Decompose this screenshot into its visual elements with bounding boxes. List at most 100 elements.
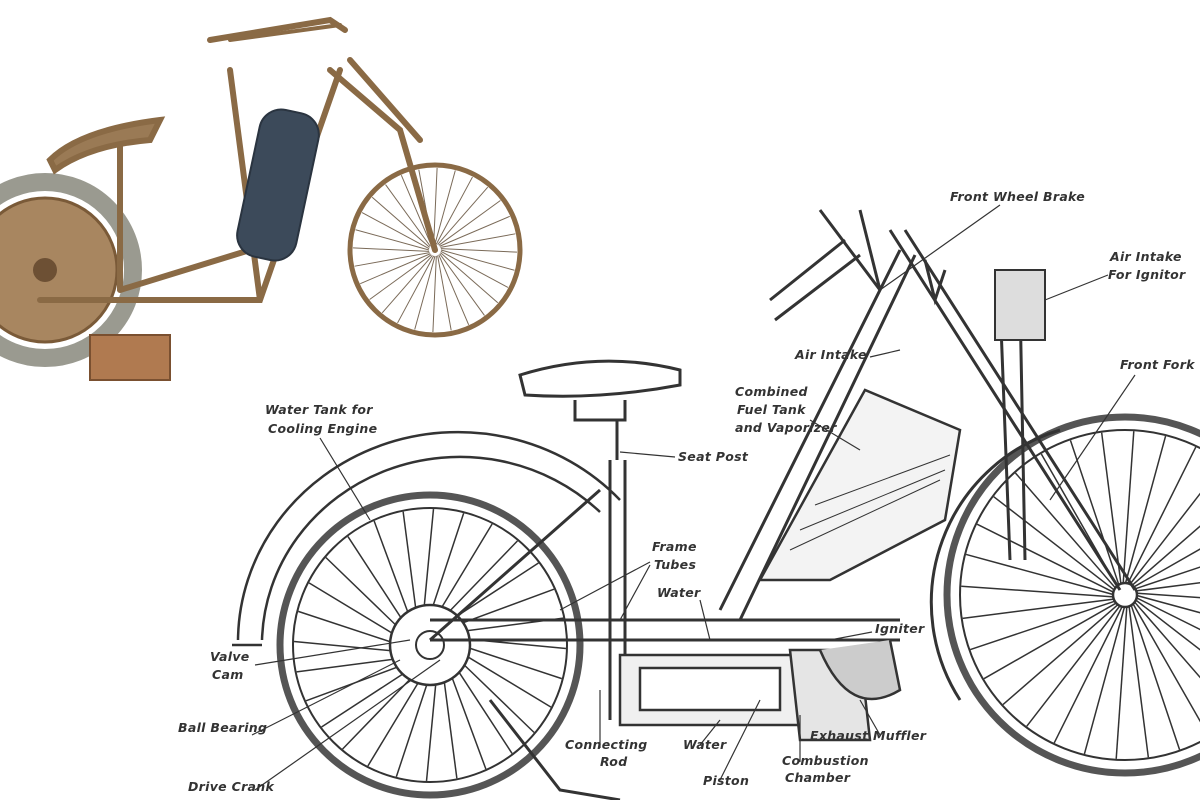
diagram-fuel-tank	[757, 388, 962, 582]
label-water-tank-line2: Cooling Engine	[268, 421, 378, 436]
photo-wheel-spoke	[360, 253, 431, 285]
diagram-handlebars	[769, 209, 1046, 341]
label-fuel-tank-line1: Combined	[735, 384, 808, 399]
rear-wheel-spoke	[452, 663, 513, 754]
label-piston: Piston	[703, 773, 750, 788]
rear-wheel-spoke	[297, 610, 401, 646]
rear-wheel-spoke	[395, 674, 431, 778]
front-wheel-spoke	[1069, 440, 1121, 587]
label-frame-tubes-line2: Tubes	[654, 557, 697, 572]
photo-wheel-spoke	[437, 255, 452, 331]
front-wheel-spoke	[1002, 602, 1120, 706]
photo-front-wheel	[347, 162, 523, 338]
photo-battery-box	[89, 334, 171, 381]
label-connecting-rod-line1: Connecting	[565, 737, 648, 752]
photo-rear-wheel	[0, 173, 142, 367]
photo-wheel-spoke	[381, 255, 433, 314]
photo-wheel-spoke	[437, 186, 489, 245]
front-wheel-spoke	[962, 598, 1116, 620]
front-wheel-spoke	[1134, 592, 1200, 599]
photo-wheel-spoke	[440, 249, 515, 271]
photo-wheel-spoke	[438, 254, 470, 325]
label-combustion-chamber-line2: Chamber	[785, 770, 851, 785]
photo-wheel-spoke	[438, 200, 501, 246]
rear-wheel-spoke	[456, 657, 535, 734]
label-fuel-tank-line3: and Vaporizer	[735, 420, 837, 435]
rear-wheel-spoke	[373, 520, 412, 622]
label-valve-cam-line2: Cam	[212, 667, 244, 682]
leader-lines	[251, 204, 1136, 791]
label-frame-tubes-line1: Frame	[652, 539, 697, 554]
rear-wheel-spoke	[429, 512, 465, 616]
front-wheel-spoke	[961, 585, 1116, 598]
front-wheel-spoke	[1083, 604, 1126, 755]
rear-wheel-spoke	[325, 556, 404, 633]
front-wheel-spoke	[1131, 601, 1200, 723]
label-front-wheel-brake: Front Wheel Brake	[950, 189, 1085, 204]
photo-wheel-spoke	[440, 248, 517, 253]
photo-wheel-spoke	[439, 215, 510, 247]
photo-frame	[37, 16, 438, 303]
label-water-tank-line1: Water Tank for	[265, 402, 373, 417]
photo-wheel-spoke	[397, 255, 435, 324]
rear-wheel-spoke	[442, 540, 519, 619]
photo-wheel-spoke	[355, 229, 430, 251]
rear-wheel-spoke	[425, 674, 438, 782]
rear-wheel-spoke	[459, 644, 563, 680]
rear-wheel-spoke	[458, 651, 552, 708]
front-wheel-spoke	[1014, 472, 1118, 590]
front-wheel-spoke	[1131, 548, 1200, 589]
photo-wheel-spoke	[440, 233, 516, 248]
front-wheel-spoke	[1134, 582, 1200, 592]
motorcycle-diagram	[232, 204, 1200, 800]
front-wheel-spoke	[1132, 600, 1200, 679]
rear-fender	[232, 430, 621, 647]
rear-wheel-spoke	[293, 640, 401, 653]
front-wheel-spoke	[1115, 604, 1128, 759]
photo-wheel-spoke	[433, 168, 438, 245]
front-wheel-spoke	[1134, 596, 1200, 631]
label-combustion-chamber-line1: Combustion	[782, 753, 869, 768]
diagram-frame	[429, 229, 1137, 720]
rear-wheel-spoke	[308, 582, 402, 639]
photo-wheel-spoke	[435, 176, 473, 245]
rear-wheel-spoke	[442, 671, 458, 779]
rear-wheel-spoke	[402, 511, 418, 619]
front-wheel-spoke	[993, 496, 1117, 592]
rear-wheel-spoke	[347, 536, 408, 627]
front-wheel-spoke	[1124, 435, 1167, 586]
photo-wheel-spoke	[353, 247, 430, 252]
diagram-engine-cylinder	[618, 639, 902, 742]
photo-wheel-spoke	[440, 252, 499, 304]
photo-wheel-spoke	[439, 253, 485, 316]
front-wheel-spoke	[1129, 603, 1181, 750]
photo-wheel-spoke	[361, 212, 430, 250]
front-wheel-spoke	[983, 601, 1119, 680]
label-front-fork: Front Fork	[1120, 357, 1195, 372]
drive-crank-pedal	[488, 699, 621, 800]
label-igniter: Igniter	[875, 621, 925, 636]
rear-wheel-spoke	[296, 657, 404, 673]
label-seat-post: Seat Post	[678, 449, 749, 464]
front-wheel-spoke	[1134, 594, 1200, 614]
label-ball-bearing: Ball Bearing	[178, 720, 268, 735]
label-exhaust-muffler: Exhaust Muffler	[810, 728, 927, 743]
photo-fuel-tank	[236, 108, 320, 262]
photo-wheel-spoke	[354, 252, 430, 267]
label-water-lower: Water	[683, 737, 727, 752]
diagram-saddle	[518, 359, 682, 460]
front-wheel-spoke	[1100, 432, 1122, 586]
front-wheel-spoke	[1133, 598, 1200, 651]
label-connecting-rod-line2: Rod	[600, 754, 628, 769]
front-wheel-spoke	[1053, 604, 1124, 744]
label-water-upper: Water	[657, 585, 701, 600]
rear-wheel-spoke	[436, 523, 493, 617]
diagram-rear-wheel	[276, 491, 584, 799]
label-air-intake-igniter-line2: For Ignitor	[1108, 267, 1186, 282]
photo-wheel-spoke	[432, 255, 437, 332]
front-wheel-spoke	[1128, 604, 1150, 758]
label-air-intake: Air Intake	[795, 347, 867, 362]
label-drive-crank: Drive Crank	[188, 779, 275, 794]
